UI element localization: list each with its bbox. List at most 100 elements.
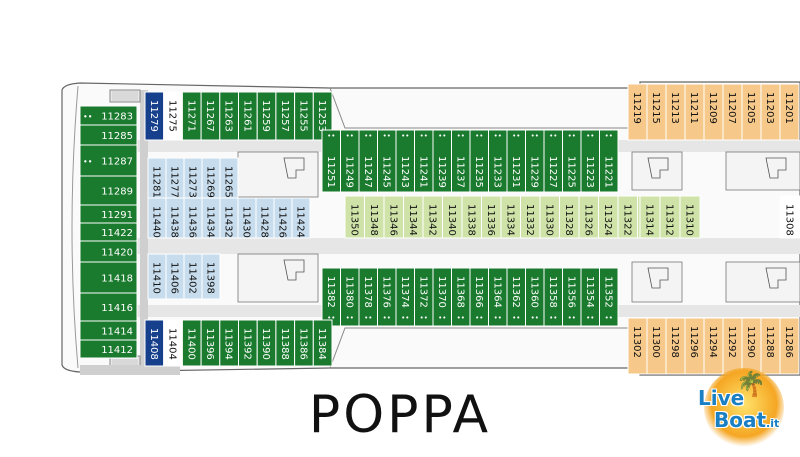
cabin-11430: 11430 (237, 197, 257, 239)
cabin-number: 11235 (473, 156, 484, 188)
cabin-11438: 11438 (165, 197, 185, 239)
cabin-number: 11434 (205, 206, 216, 238)
cabin-11314: 11314 (639, 195, 661, 239)
cabin-number: 11302 (631, 326, 642, 358)
aft-edge (80, 365, 180, 375)
cabin-bed-icon: •• (457, 132, 465, 140)
cabin-number: 11346 (387, 204, 398, 236)
cabin-11348: 11348 (364, 195, 385, 239)
cabin-bed-icon: •• (568, 132, 576, 140)
cabin-number: 11255 (297, 100, 308, 132)
cabin-number: 11310 (684, 204, 695, 236)
cabin-11412: 11412 (79, 339, 138, 359)
cabin-number: 11418 (101, 274, 133, 285)
aft-rail (71, 85, 79, 369)
cabin-bed-icon: •• (494, 132, 502, 140)
cabin-number: 11368 (454, 276, 465, 308)
cabin-number: 11394 (223, 328, 234, 360)
cabin-number: 11308 (784, 204, 795, 236)
cabin-11261: 11261 (238, 91, 258, 141)
cabin-number: 11286 (783, 326, 794, 358)
cabin-number: 11251 (325, 156, 336, 188)
cabin-number: 11328 (563, 204, 574, 236)
cabin-11428: 11428 (255, 197, 275, 239)
cabin-11424: 11424 (291, 197, 311, 239)
cabin-11380: 11380•• (340, 267, 360, 327)
cabin-number: 11247 (362, 156, 373, 188)
cabin-bed-icon: •• (420, 132, 428, 140)
cabin-bed-icon: •• (512, 314, 520, 322)
cabin-number: 11292 (726, 326, 737, 358)
cabin-number: 11384 (316, 328, 327, 360)
cabin-11287: 11287•• (79, 144, 138, 177)
cabin-number: 11356 (565, 276, 576, 308)
cabin-11434: 11434 (201, 197, 221, 239)
cabin-11273: 11273 (183, 157, 203, 199)
cabin-11402: 11402 (183, 253, 203, 300)
cabin-number: 11402 (187, 262, 198, 294)
cabin-bed-icon: •• (531, 314, 539, 322)
cabin-bed-icon: •• (586, 314, 594, 322)
cabin-11221: 11221•• (599, 129, 619, 193)
cabin-number: 11239 (436, 156, 447, 188)
cabin-11388: 11388 (275, 319, 296, 367)
cabin-number: 11426 (277, 206, 288, 238)
cabin-number: 11386 (297, 328, 308, 360)
cabin-11245: 11245•• (377, 129, 397, 193)
cabin-11286: 11286 (779, 317, 800, 375)
cabin-number: 11392 (241, 328, 252, 360)
cabin-number: 11398 (205, 262, 216, 294)
cabin-box (79, 339, 138, 359)
cabin-number: 11213 (669, 92, 680, 124)
cabin-number: 11322 (621, 204, 632, 236)
cabin-number: 11340 (446, 204, 457, 236)
cabin-11225: 11225•• (562, 129, 582, 193)
elevator-icon (283, 157, 305, 179)
cabin-11328: 11328 (559, 195, 580, 239)
cabin-number: 11209 (707, 92, 718, 124)
elevator-icon (765, 267, 787, 289)
cabin-number: 11406 (169, 262, 180, 294)
cabin-11263: 11263 (219, 91, 240, 141)
cabin-number: 11249 (343, 156, 354, 188)
cabin-11396: 11396 (200, 319, 221, 367)
cabin-number: 11358 (547, 276, 558, 308)
cabin-11418: 11418 (79, 261, 138, 294)
cabin-layer: 11283••1128511287••112891129111422114201… (79, 83, 800, 375)
cabin-number: 11279 (148, 100, 159, 132)
elevator-icon (647, 267, 669, 289)
cabin-11215: 11215 (646, 83, 667, 141)
cabin-number: 11271 (185, 100, 196, 132)
cabin-11342: 11342 (422, 195, 443, 239)
cabin-11289: 11289 (79, 175, 138, 206)
cabin-number: 11408 (148, 328, 159, 360)
cabin-11378: 11378•• (358, 267, 378, 327)
cabin-11436: 11436 (183, 197, 203, 239)
cabin-11334: 11334 (500, 195, 521, 239)
cabin-number: 11265 (223, 166, 234, 198)
cabin-11410: 11410 (147, 253, 167, 300)
cabin-number: 11259 (260, 100, 271, 132)
cabin-11346: 11346 (383, 195, 404, 239)
cabin-number: 11215 (650, 92, 661, 124)
cabin-bed-icon: •• (420, 314, 428, 322)
cabin-11281: 11281 (147, 157, 167, 199)
cabin-bed-icon: •• (586, 132, 594, 140)
cabin-number: 11348 (368, 204, 379, 236)
cabin-number: 11261 (241, 100, 252, 132)
cabin-number: 11360 (528, 276, 539, 308)
cabin-number: 11372 (417, 276, 428, 308)
cabin-number: 11334 (504, 204, 515, 236)
cabin-11277: 11277 (165, 157, 185, 199)
cabin-box (599, 129, 619, 193)
cabin-11291: 11291 (79, 204, 138, 224)
cabin-number: 11432 (223, 206, 234, 238)
cabin-bed-icon: •• (346, 132, 354, 140)
cabin-11340: 11340 (442, 195, 463, 239)
cabin-11241: 11241•• (414, 129, 434, 193)
cabin-number: 11324 (602, 204, 613, 236)
logo-word-boat: Boat.it (714, 408, 780, 432)
cabin-11285: 11285 (79, 124, 138, 146)
cabin-11219: 11219 (627, 83, 648, 141)
cabin-number: 11275 (167, 100, 178, 132)
